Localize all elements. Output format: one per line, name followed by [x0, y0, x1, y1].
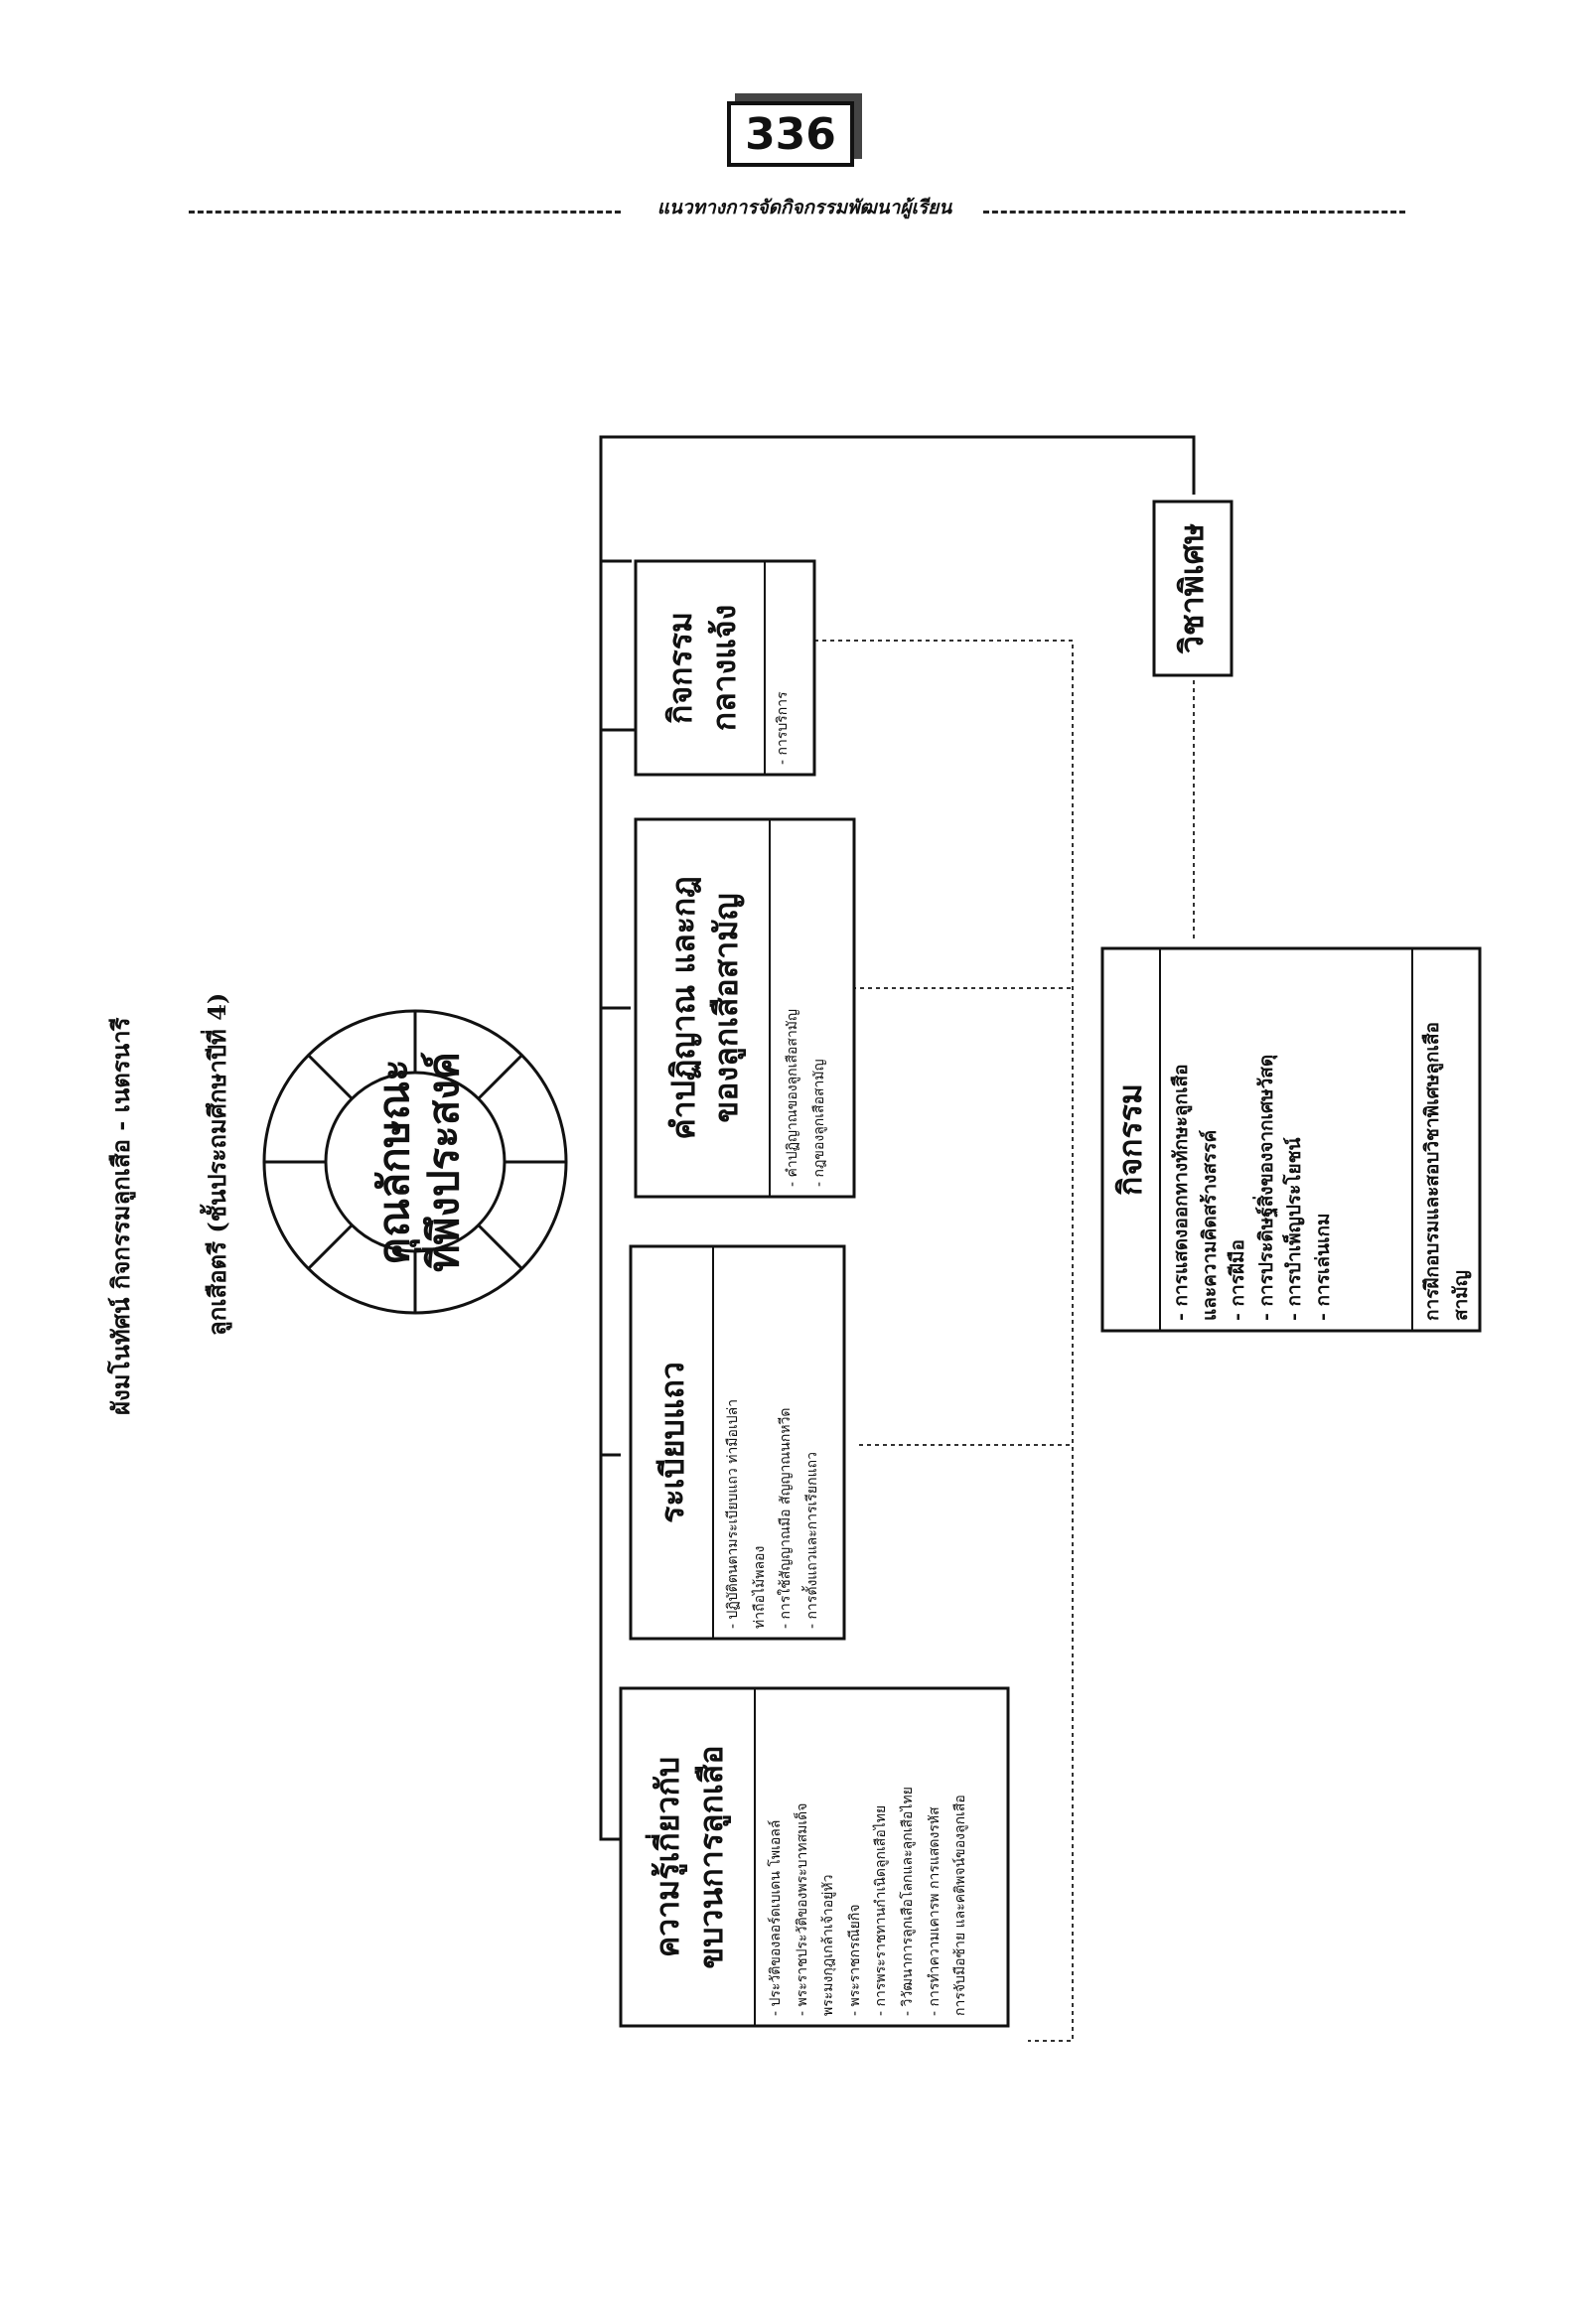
page-number: 336	[727, 101, 854, 167]
formation-item: ท่าถือไม้พลอง	[751, 1545, 768, 1629]
outdoor-title-line2: กลางแจ้ง	[704, 604, 743, 732]
special-title: วิชาพิเศษ	[1173, 522, 1212, 654]
box-activity	[1100, 946, 1482, 1333]
diagram-title-line1: ผังมโนทัศน์ กิจกรรมลูกเสือ - เนตรนารี	[106, 1017, 135, 1415]
box-activity-items: - การแสดงออกทางทักษะลูกเสือ และความคิดสร…	[1167, 1055, 1337, 1321]
knowledge-item: - ประวัติของลอร์ดเบเดน โพเอลล์	[768, 1819, 784, 2016]
formation-item: - การใช้สัญญาณมือ สัญญาณนกหวีด	[778, 1407, 795, 1629]
oath-title-line1: คำปฏิญาณ และกฎ	[663, 876, 702, 1140]
activity-item: - การแสดงออกทางทักษะลูกเสือ	[1170, 1064, 1192, 1321]
box-outdoor-items: - การบริการ	[770, 691, 797, 765]
box-activity-bottom: การฝึกอบรมและสอบวิชาพิเศษลูกเสือ สามัญ	[1418, 1022, 1475, 1321]
header-title: แนวทางการจัดกิจกรรมพัฒนาผู้เรียน	[656, 197, 952, 218]
oath-title-line2: ของลูกเสือสามัญ	[707, 893, 745, 1123]
activity-bottom-line2: สามัญ	[1449, 1270, 1472, 1321]
box-outdoor	[634, 559, 816, 777]
box-formation-items: - ปฏิบัติตนตามระเบียบแถว ท่ามือเปล่า ท่า…	[720, 1399, 825, 1629]
knowledge-item: - วิวัฒนาการลูกเสือโลกและลูกเสือไทย	[899, 1787, 916, 2016]
knowledge-title-line1: ความรู้เกี่ยวกับ	[649, 1756, 687, 1958]
formation-title-line1: ระเบียบแถว	[653, 1362, 691, 1523]
oath-item: - กฎของลูกเสือสามัญ	[810, 1059, 827, 1187]
activity-title: กิจกรรม	[1111, 1083, 1150, 1196]
characteristics-ring	[262, 1009, 568, 1315]
activity-item: - การฝีมือ	[1227, 1239, 1248, 1321]
box-oath-items: - คำปฏิญาณของลูกเสือสามัญ - กฎของลูกเสือ…	[780, 1009, 832, 1187]
box-special	[1152, 500, 1233, 677]
formation-item: - ปฏิบัติตนตามระเบียบแถว ท่ามือเปล่า	[725, 1398, 741, 1629]
outdoor-item: - การบริการ	[775, 691, 791, 765]
knowledge-item: - พระราชประวัติของพระบาทสมเด็จ	[794, 1802, 810, 2016]
activity-item: และความคิดสร้างสรรค์	[1198, 1129, 1221, 1321]
ring-center-text: คุณลักษณะ ที่พึงประสงค์	[320, 1008, 518, 1316]
dotted-right-connector	[814, 640, 1074, 2042]
ring-text-line2: ที่พึงประสงค์	[419, 1052, 468, 1272]
ring-text-line1: คุณลักษณะ	[368, 1059, 418, 1265]
knowledge-item: - การทำความเคารพ การแสดงรหัส	[926, 1806, 943, 2016]
box-special-title: วิชาพิเศษ	[1160, 506, 1226, 670]
header-line-left	[189, 211, 621, 214]
activity-item: - การบำเพ็ญประโยชน์	[1283, 1137, 1305, 1321]
knowledge-item: - พระราชกรณียกิจ	[846, 1904, 863, 2016]
box-knowledge-title: ความรู้เกี่ยวกับ ขบวนการลูกเสือ	[628, 1693, 752, 2021]
box-knowledge	[619, 1686, 1010, 2028]
header-line-right	[983, 211, 1405, 214]
outdoor-title-line1: กิจกรรม	[661, 612, 700, 724]
knowledge-item: - การพระราชทานกำเนิดลูกเสือไทย	[873, 1804, 890, 2016]
box-knowledge-items: - ประวัติของลอร์ดเบเดน โพเอลล์ - พระราชป…	[763, 1787, 974, 2016]
knowledge-title-line2: ขบวนการลูกเสือ	[691, 1745, 730, 1969]
connector-frame	[599, 435, 1196, 1841]
knowledge-item: พระมงกุฎเกล้าเจ้าอยู่หัว	[820, 1874, 837, 2016]
box-outdoor-title: กิจกรรม กลางแจ้ง	[646, 566, 760, 770]
knowledge-item: การจับมือซ้าย และคติพจน์ของลูกเสือ	[952, 1795, 969, 2016]
box-formation-title: ระเบียบแถว	[636, 1251, 710, 1634]
box-formation	[629, 1244, 846, 1641]
box-oath-title: คำปฏิญาณ และกฎ ของลูกเสือสามัญ	[646, 824, 765, 1192]
box-activity-title: กิจกรรม	[1104, 953, 1158, 1326]
box-oath	[634, 817, 856, 1199]
formation-item: - การตั้งแถวและการเรียกแถว	[803, 1452, 820, 1629]
diagram-title-line2: ลูกเสือตรี (ชั้นประถมศึกษาปีที่ 4)	[203, 992, 231, 1336]
activity-item: - การประดิษฐ์สิ่งของจากเศษวัสดุ	[1254, 1054, 1277, 1321]
activity-item: - การเล่นเกม	[1311, 1213, 1334, 1321]
oath-item: - คำปฏิญาณของลูกเสือสามัญ	[785, 1009, 800, 1187]
activity-bottom-line1: การฝึกอบรมและสอบวิชาพิเศษลูกเสือ	[1421, 1022, 1443, 1321]
